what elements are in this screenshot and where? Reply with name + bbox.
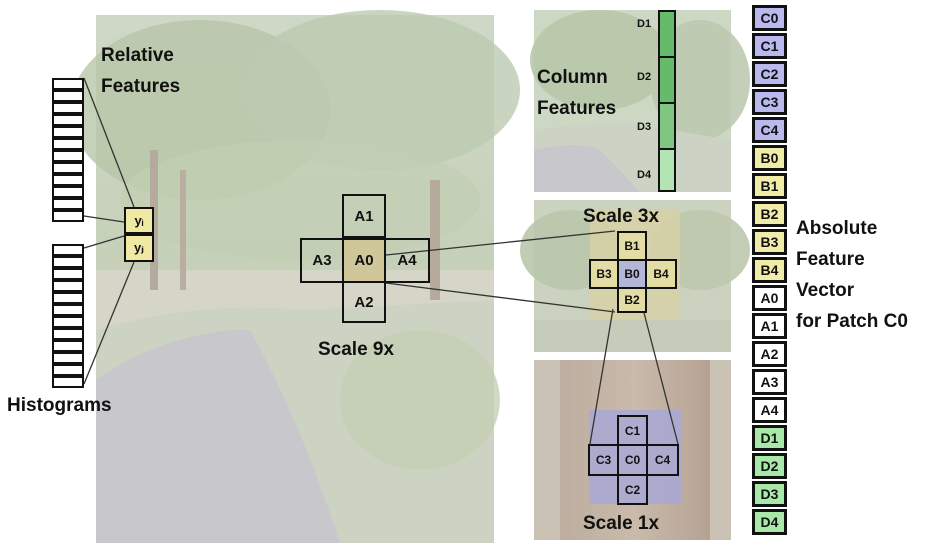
column-cell-d1 bbox=[658, 10, 676, 58]
absolute-feature-vector-label: Absolute Feature Vector for Patch C0 bbox=[796, 218, 908, 332]
histogram-bin bbox=[52, 256, 84, 268]
scale-9x-label: Scale 9x bbox=[318, 339, 395, 360]
patch-b4: B4 bbox=[645, 259, 677, 289]
histogram-bin bbox=[52, 244, 84, 256]
histogram-bin bbox=[52, 186, 84, 198]
patch-a0: A0 bbox=[342, 238, 386, 283]
patch-b2: B2 bbox=[617, 287, 647, 313]
relative-cell-yi: yᵢ bbox=[124, 207, 154, 234]
histogram-bin bbox=[52, 304, 84, 316]
histogram-bin bbox=[52, 90, 84, 102]
histogram-bin bbox=[52, 280, 84, 292]
connector-lines bbox=[83, 77, 679, 445]
vector-cell-a1: A1 bbox=[752, 313, 787, 339]
histogram-bin bbox=[52, 162, 84, 174]
histograms-label: Histograms bbox=[7, 395, 112, 416]
column-label-d2: D2 bbox=[637, 71, 652, 83]
column-cell-d4 bbox=[658, 148, 676, 192]
vector-cell-d2: D2 bbox=[752, 453, 787, 479]
patch-a3: A3 bbox=[300, 238, 344, 283]
vector-cell-c4: C4 bbox=[752, 117, 787, 143]
vector-cell-b1: B1 bbox=[752, 173, 787, 199]
main-scene-photo bbox=[70, 10, 520, 543]
scale-1x-label: Scale 1x bbox=[583, 513, 660, 534]
vector-cell-c0: C0 bbox=[752, 5, 787, 31]
histogram-bin bbox=[52, 364, 84, 376]
vector-cell-b3: B3 bbox=[752, 229, 787, 255]
histogram-bin bbox=[52, 340, 84, 352]
vector-cell-d4: D4 bbox=[752, 509, 787, 535]
patch-b1: B1 bbox=[617, 231, 647, 261]
vector-cell-d3: D3 bbox=[752, 481, 787, 507]
histogram-bin bbox=[52, 102, 84, 114]
relative-features-label: Relative Features bbox=[101, 45, 181, 97]
column-label-d4: D4 bbox=[637, 169, 652, 181]
column-cell-d3 bbox=[658, 102, 676, 150]
histogram-bin bbox=[52, 352, 84, 364]
column-features-label: Column Features bbox=[537, 67, 617, 119]
vector-cell-c1: C1 bbox=[752, 33, 787, 59]
vector-cell-b0: B0 bbox=[752, 145, 787, 171]
histogram-bin bbox=[52, 138, 84, 150]
vector-cell-b4: B4 bbox=[752, 257, 787, 283]
vector-cell-d1: D1 bbox=[752, 425, 787, 451]
scale-3x-label: Scale 3x bbox=[583, 206, 660, 227]
vector-cell-c3: C3 bbox=[752, 89, 787, 115]
histogram-bin bbox=[52, 126, 84, 138]
vector-cell-b2: B2 bbox=[752, 201, 787, 227]
patch-c2: C2 bbox=[617, 474, 648, 505]
histogram-bin bbox=[52, 376, 84, 388]
patch-b3: B3 bbox=[589, 259, 619, 289]
patch-a4: A4 bbox=[384, 238, 430, 283]
histogram-bin bbox=[52, 268, 84, 280]
histogram-bin bbox=[52, 210, 84, 222]
patch-c4: C4 bbox=[646, 444, 679, 476]
patch-c1: C1 bbox=[617, 415, 648, 446]
histogram-bin bbox=[52, 114, 84, 126]
patch-b0: B0 bbox=[617, 259, 647, 289]
vector-cell-a4: A4 bbox=[752, 397, 787, 423]
histogram-bin bbox=[52, 316, 84, 328]
scale1x-scene-photo bbox=[534, 360, 731, 540]
vector-cell-a0: A0 bbox=[752, 285, 787, 311]
histogram-bin bbox=[52, 198, 84, 210]
column-cell-d2 bbox=[658, 56, 676, 104]
patch-c0: C0 bbox=[617, 444, 648, 476]
histogram-bin bbox=[52, 78, 84, 90]
relative-cell-yj: yⱼ bbox=[124, 234, 154, 262]
histogram-bin bbox=[52, 328, 84, 340]
vector-cell-a3: A3 bbox=[752, 369, 787, 395]
vector-cell-a2: A2 bbox=[752, 341, 787, 367]
histogram-bin bbox=[52, 150, 84, 162]
histogram-bin bbox=[52, 174, 84, 186]
column-label-d1: D1 bbox=[637, 18, 652, 30]
patch-a2: A2 bbox=[342, 281, 386, 323]
vector-cell-c2: C2 bbox=[752, 61, 787, 87]
histogram-bin bbox=[52, 292, 84, 304]
patch-c3: C3 bbox=[588, 444, 619, 476]
column-label-d3: D3 bbox=[637, 121, 652, 133]
patch-a1: A1 bbox=[342, 194, 386, 238]
